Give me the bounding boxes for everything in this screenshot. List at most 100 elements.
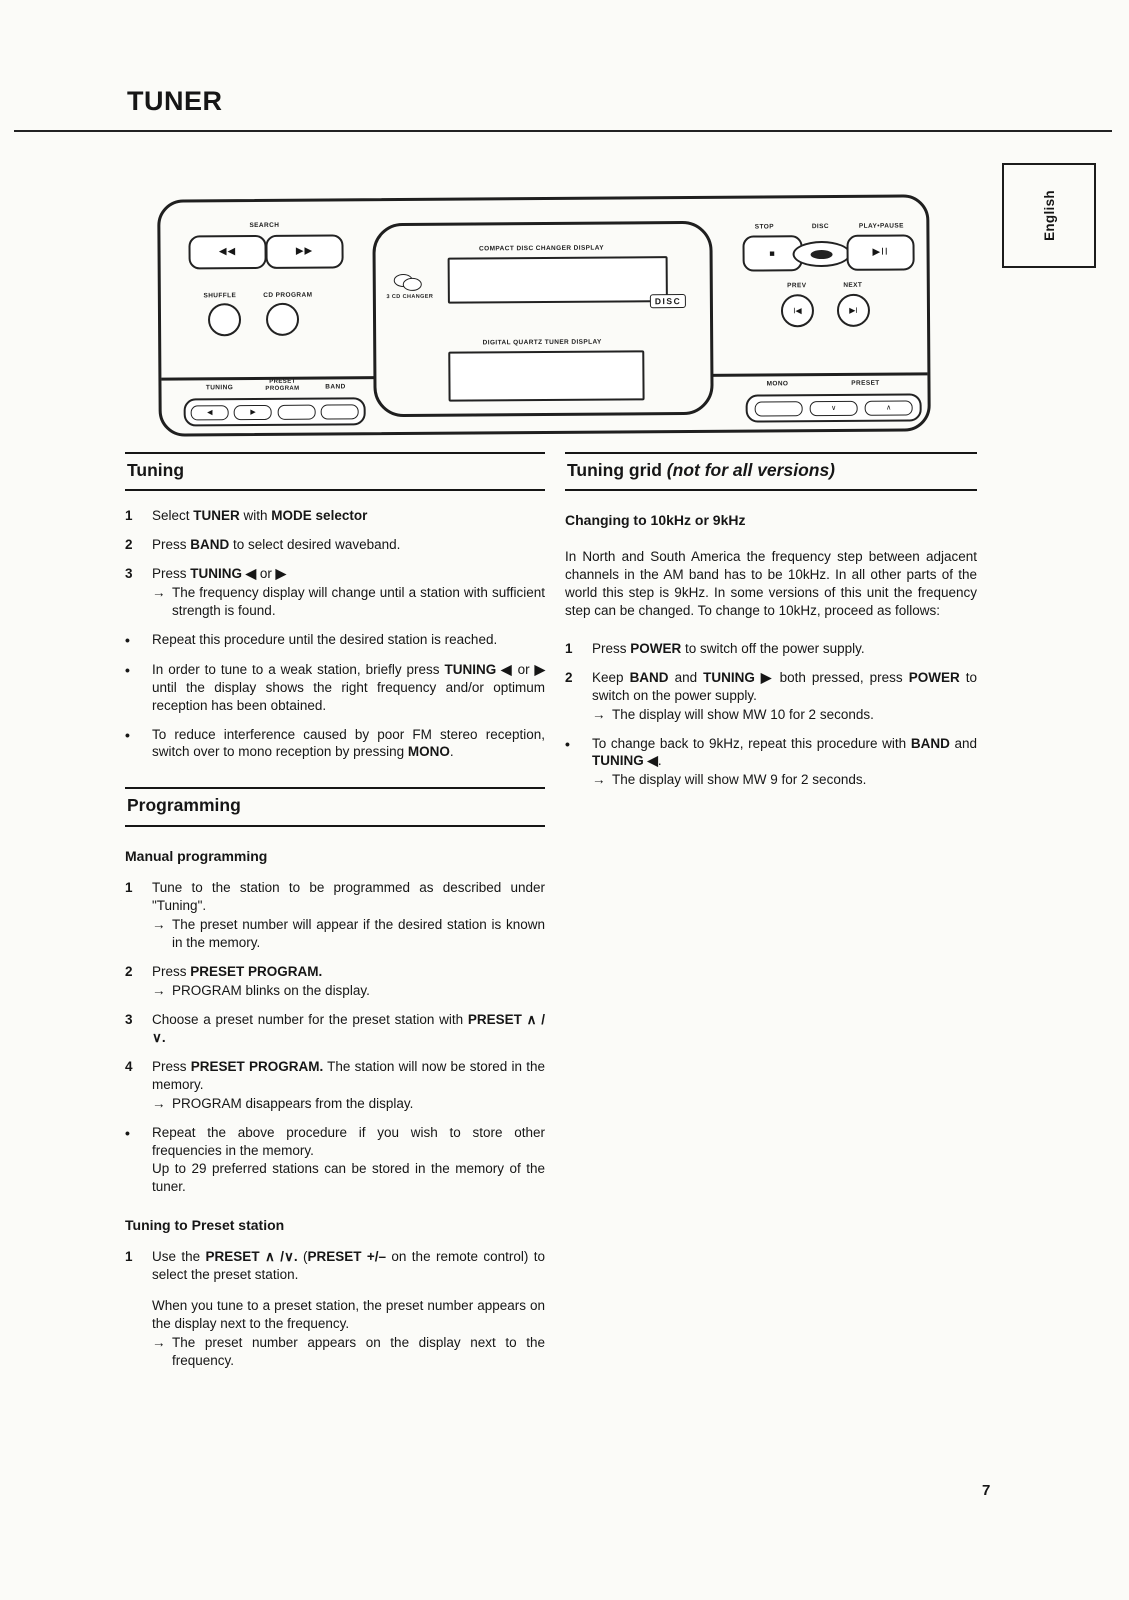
result-line: → The frequency display will change until… (152, 584, 545, 620)
result-text: The display will show MW 10 for 2 second… (612, 706, 977, 724)
prev-icon: I◀ (793, 305, 802, 315)
text-segment: TUNING ◀ (190, 566, 257, 582)
title-rule (14, 130, 1112, 132)
list-item-body: Press TUNING ◀ or ▶ → The frequency displa… (152, 565, 545, 620)
arrow-icon: → (152, 1095, 166, 1111)
device-diagram: SEARCH ◀◀ ▶▶ SHUFFLE CD PROGRAM COMPACT … (157, 194, 931, 437)
disc-button-label: DISC (811, 223, 829, 231)
mono-label: MONO (766, 380, 789, 388)
text-segment: ▶ (534, 661, 545, 677)
text-segment: In order to tune to a weak station, brie… (152, 661, 445, 677)
fast-forward-icon: ▶▶ (295, 245, 314, 257)
tuning-label: TUNING (205, 384, 234, 392)
arrow-icon: → (152, 917, 166, 933)
section-heading-programming: Programming (125, 787, 545, 827)
text-line: Tune to the station to be programmed as … (152, 879, 545, 915)
text-segment: POWER (908, 669, 960, 685)
list-item-body: Choose a preset number for the preset st… (152, 1011, 545, 1047)
number-marker: 1 (125, 508, 133, 524)
bullet-marker: • (125, 726, 130, 743)
tuning-right-icon: ▶ (250, 408, 256, 416)
tuning-left-button: ◀ (190, 404, 229, 420)
text-segment: Press (152, 964, 191, 980)
preset-program-label-line2: PROGRAM (265, 385, 300, 393)
result-text: The display will show MW 9 for 2 seconds… (612, 771, 977, 789)
mono-button (754, 400, 803, 417)
list-item: 1 Use the PRESET ∧ /∨. (PRESET +/– on the… (125, 1248, 545, 1370)
text-segment: ( (297, 1249, 308, 1265)
text-segment: MONO (407, 744, 450, 760)
text-line: Press PRESET PROGRAM. (152, 963, 545, 981)
text-segment: PROGRAM blinks on the display. (172, 983, 370, 999)
language-tab: English (1002, 163, 1096, 268)
tuning-right-button: ▶ (233, 404, 273, 420)
mono-preset-button-row: ∨ ∧ (745, 393, 922, 423)
arrow-icon: → (592, 706, 606, 722)
result-text: The frequency display will change until … (172, 584, 545, 620)
arrow-icon: → (152, 1335, 166, 1350)
list-item: 1 Select TUNER with MODE selector (125, 507, 545, 525)
text-segment: until the display shows the right freque… (152, 679, 545, 713)
text-segment: Select (152, 508, 194, 524)
list-item-body: Press POWER to switch off the power supp… (592, 640, 977, 658)
result-text: The preset number appears on the display… (172, 1334, 545, 1370)
text-segment: ▶ (275, 566, 287, 582)
text-segment: to switch off the power supply. (681, 640, 865, 656)
text-line: To change back to 9kHz, repeat this proc… (592, 735, 977, 771)
prev-label: PREV (787, 282, 807, 290)
text-line: Choose a preset number for the preset st… (152, 1011, 545, 1047)
prev-button: I◀ (780, 294, 815, 328)
text-segment: The station will now be stored in the me… (152, 1058, 546, 1092)
disc-button (792, 240, 851, 268)
text-segment: or (512, 661, 535, 677)
tuning-left-icon: ◀ (207, 408, 213, 416)
section-heading-tuning: Tuning (125, 452, 545, 492)
arrow-icon: → (592, 772, 606, 788)
subheading-manual-programming: Manual programming (125, 847, 268, 864)
text-segment: TUNING ◀ (444, 661, 513, 677)
tuning-band-button-row: ◀ ▶ (183, 397, 366, 427)
shuffle-label: SHUFFLE (203, 292, 237, 300)
number-marker: 1 (125, 1249, 133, 1265)
text-segment: Press (152, 1058, 191, 1074)
text-segment: The preset number appears on the display… (172, 1335, 545, 1368)
preset-up-button: ∧ (864, 399, 913, 416)
changer-label: 3 CD CHANGER (386, 293, 434, 301)
tuner-display-label: DIGITAL QUARTZ TUNER DISPLAY (482, 338, 602, 347)
search-forward-button: ▶▶ (265, 234, 344, 269)
arrow-icon: → (152, 585, 166, 601)
text-line: Press PRESET PROGRAM. The station will n… (152, 1058, 545, 1094)
subheading-changing-khz: Changing to 10kHz or 9kHz (565, 512, 746, 529)
text-line: Repeat the above procedure if you wish t… (152, 1124, 545, 1160)
list-item: •To change back to 9kHz, repeat this pro… (565, 735, 977, 790)
text-segment: Use the (152, 1249, 206, 1265)
section-heading-note: (not for all versions) (666, 460, 836, 480)
result-line: → The display will show MW 10 for 2 secon… (592, 706, 977, 724)
text-line: Repeat this procedure until the desired … (152, 631, 545, 649)
number-marker: 2 (565, 669, 573, 685)
list-item-body: Tune to the station to be programmed as … (152, 879, 545, 952)
arrow-icon: → (152, 983, 166, 999)
text-line: When you tune to a preset station, the p… (152, 1297, 545, 1333)
cd-program-button (265, 302, 300, 336)
text-segment: and (949, 735, 978, 751)
list-item-body: Use the PRESET ∧ /∨. (PRESET +/– on the … (152, 1248, 545, 1370)
number-marker: 3 (125, 1012, 133, 1027)
list-item-body: To change back to 9kHz, repeat this proc… (592, 735, 977, 790)
text-line: In order to tune to a weak station, brie… (152, 661, 545, 715)
text-segment: To reduce interference caused by poor FM… (152, 726, 545, 760)
section-heading-tuning-grid: Tuning grid (not for all versions) (565, 452, 977, 492)
cd-display (447, 256, 668, 304)
text-segment: with (239, 508, 272, 524)
text-line: Press TUNING ◀ or ▶ (152, 565, 545, 583)
preset-label: PRESET (851, 379, 880, 387)
preset-down-icon: ∨ (831, 404, 837, 412)
text-segment: Repeat this procedure until the desired … (152, 632, 498, 648)
text-line: Select TUNER with MODE selector (152, 507, 545, 525)
preset-up-icon: ∧ (886, 404, 892, 412)
list-item: • To reduce interference caused by poor F… (125, 726, 545, 762)
